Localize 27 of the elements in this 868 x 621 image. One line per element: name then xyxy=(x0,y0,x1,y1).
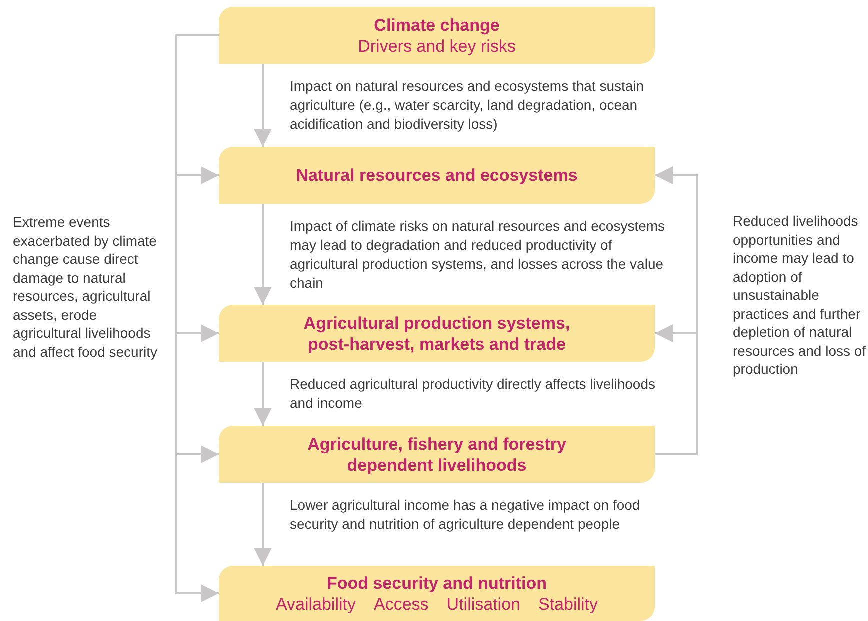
box-heading: Climate change xyxy=(374,14,500,36)
arrow xyxy=(655,324,698,456)
box-heading: Food security and nutrition xyxy=(326,572,548,594)
arrow xyxy=(254,483,272,566)
box-heading: Natural resources and ecosystems xyxy=(296,165,578,186)
process-box xyxy=(219,7,655,64)
note-text: Extreme events exacerbated by climate change cause direct damage to natural resources, agricultural assets, erode agricultural livelihoods and affect food security xyxy=(13,213,158,361)
arrow xyxy=(254,362,272,426)
edge-label: Lower agricultural income has a negative impact on food security and nutrition of agriculture dependent people xyxy=(290,496,642,534)
note-text: Reduced livelihoods opportunities and income may lead to adoption of unsustainable practices and further depletion of natural resources and loss of production xyxy=(733,212,867,378)
arrow xyxy=(254,64,272,147)
arrow xyxy=(175,34,219,602)
process-box xyxy=(219,426,655,483)
box-heading: Agriculture, fishery and forestry dependent livelihoods xyxy=(306,434,568,476)
process-box xyxy=(219,566,655,621)
process-box xyxy=(219,147,655,204)
edge-label: Impact on natural resources and ecosystems that sustain agriculture (e.g., water scarcity, land degradation, ocean acidification and biodiversity loss) xyxy=(290,77,646,134)
edge-label: Impact of climate risks on natural resources and ecosystems may lead to degradation and reduced productivity of agricultural production systems, and losses across the value chain xyxy=(290,217,666,293)
box-subtext: Utilisation xyxy=(446,594,520,614)
box-subtext: Stability xyxy=(538,594,598,614)
box-subtext: Access xyxy=(374,594,429,614)
process-box xyxy=(219,305,655,362)
arrow xyxy=(254,204,272,305)
box-heading: Agricultural production systems, post-harvest, markets and trade xyxy=(302,312,572,354)
box-subtext: Availability xyxy=(276,594,356,614)
edge-label: Reduced agricultural productivity directly affects livelihoods and income xyxy=(290,375,656,413)
box-subtext: Drivers and key risks xyxy=(358,36,516,56)
